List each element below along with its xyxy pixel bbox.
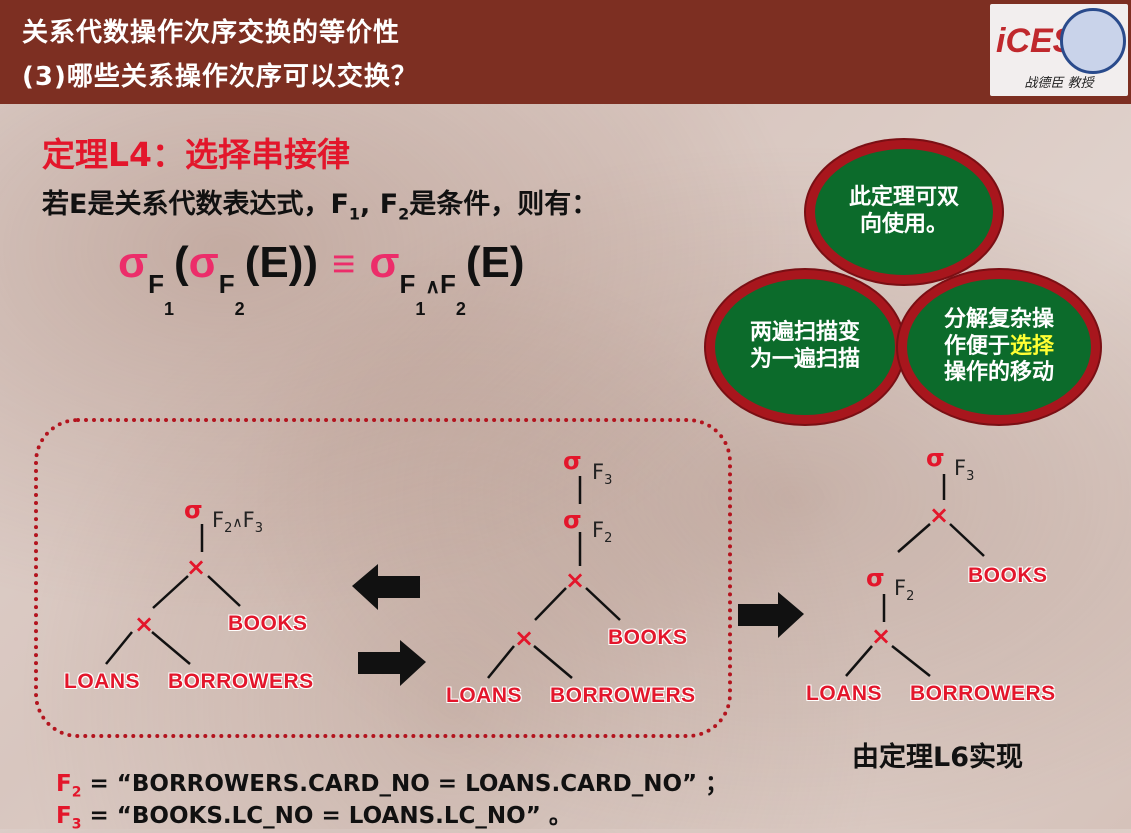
tree3-books: BOOKS [968,564,1048,587]
tree1-edge [207,575,241,607]
tree2-sigma-f2: σ [563,506,582,534]
header-title-line1: 关系代数操作次序交换的等价性 [22,18,401,48]
tree3-caption: 由定理L6实现 [852,742,1023,773]
tree2-edge [534,587,567,621]
tree2-condition-f3: F3 [592,460,613,489]
tree2-loans: LOANS [446,684,522,707]
tree2-borrowers: BORROWERS [550,684,696,707]
tree3-edge [897,523,931,553]
tree2-inner-cross: × [514,624,535,652]
tree1-edge [105,631,133,665]
header-title-line2: (3)哪些关系操作次序可以交换？ [22,62,418,92]
tree3-edge [891,645,931,677]
tree1-edge [151,631,191,665]
logo-professor-name: 战德臣 教授 [1024,76,1094,91]
equivalence-group-box [34,418,732,738]
definition-f2: F2 = “BORROWERS.CARD_NO = LOANS.CARD_NO”… [56,771,729,801]
theorem-title: 定理L4：选择串接律 [42,135,350,174]
tree1-borrowers: BORROWERS [168,670,314,693]
tree3-condition-f2: F2 [894,576,915,605]
tree3-join-cross: × [929,501,950,529]
arrow-right-icon [738,592,804,638]
tree1-sigma: σ [184,496,203,524]
bubble-decompose-selection: 分解复杂操作便于选择操作的移动 [898,270,1100,424]
tree2-sigma-f3: σ [563,447,582,475]
logo: iCES 战德臣 教授 [990,4,1128,96]
tree3-edge [845,645,873,677]
selection-cascade-formula: σF1(σF2(E))≡σF1∧F2(E) [118,238,525,319]
tree3-inner-cross: × [871,622,892,650]
arrow-right-icon [358,640,426,686]
arrow-left-icon [352,564,420,610]
tree3-edge [949,523,985,557]
header-bar: 关系代数操作次序交换的等价性 (3)哪些关系操作次序可以交换？ iCES 战德臣… [0,0,1131,104]
university-seal-icon [1060,8,1126,74]
tree3-condition-f3: F3 [954,456,975,485]
definition-f3: F3 = “BOOKS.LC_NO = LOANS.LC_NO” 。 [56,803,572,833]
theorem-premise: 若E是关系代数表达式，F1, F2是条件，则有： [42,189,599,224]
tree1-edge [152,575,189,609]
tree3-sigma-f3: σ [926,444,945,472]
bubble-two-scans-to-one: 两遍扫描变为一遍扫描 [706,270,904,424]
tree2-condition-f2: F2 [592,518,613,547]
tree2-join-cross: × [565,566,586,594]
tree2-edge [585,587,621,621]
tree1-books: BOOKS [228,612,308,635]
tree3-loans: LOANS [806,682,882,705]
tree1-inner-cross: × [134,610,155,638]
bubble-bidirectional: 此定理可双向使用。 [806,140,1002,284]
tree1-join-cross: × [186,553,207,581]
tree3-sigma-f2: σ [866,564,885,592]
tree1-loans: LOANS [64,670,140,693]
tree1-condition: F2∧F3 [212,508,263,537]
tree2-edge [533,645,573,679]
tree3-borrowers: BORROWERS [910,682,1056,705]
tree2-books: BOOKS [608,626,688,649]
tree2-edge [487,645,515,679]
